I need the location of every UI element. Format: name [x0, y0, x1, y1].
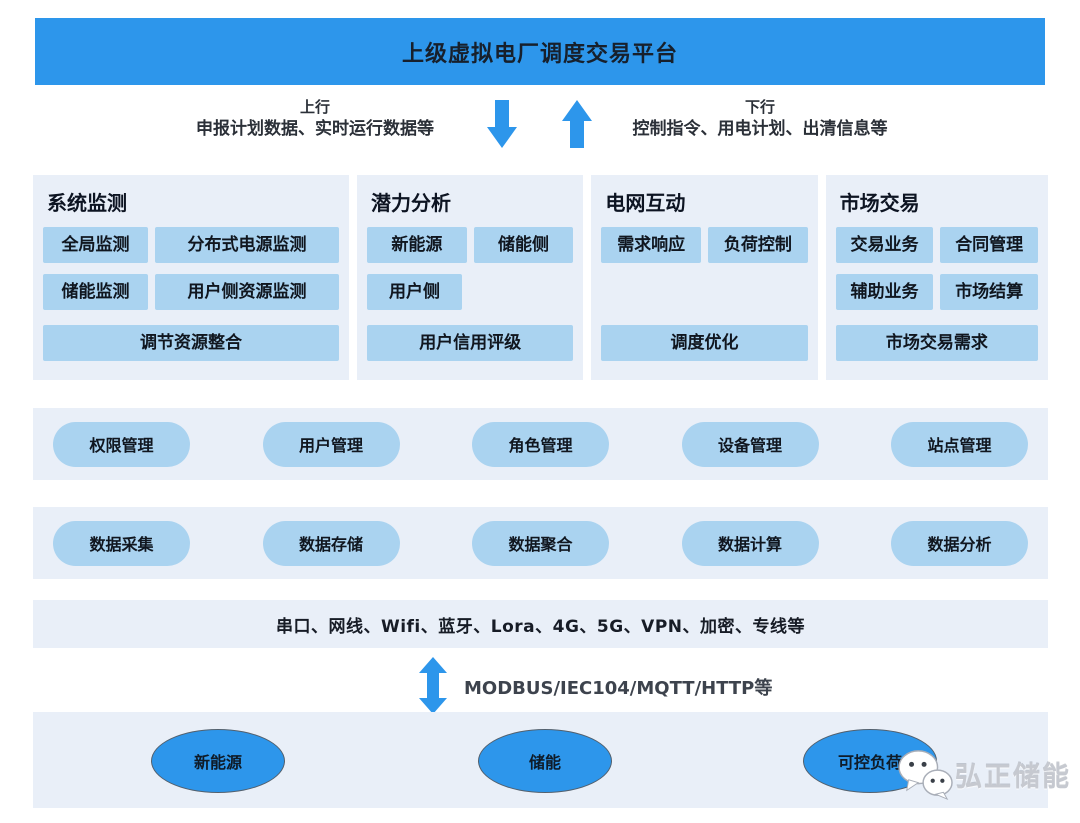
arrow-down-icon	[487, 100, 517, 148]
arrow-up-icon	[562, 100, 592, 148]
management-row: 权限管理 用户管理 角色管理 设备管理 站点管理	[33, 408, 1048, 480]
pill-role-mgmt: 角色管理	[472, 421, 609, 467]
pill-data-computing: 数据计算	[681, 520, 819, 566]
module-title: 系统监测	[47, 191, 127, 215]
protocol-text: MODBUS/IEC104/MQTT/HTTP等	[464, 678, 773, 699]
module-cell: 负荷控制	[708, 227, 808, 263]
module-cell: 全局监测	[43, 227, 149, 263]
pill-permission-mgmt: 权限管理	[53, 421, 190, 467]
resource-new-energy: 新能源	[151, 729, 285, 793]
module-cell: 需求响应	[601, 227, 702, 263]
module-cell: 用户侧资源监测	[155, 274, 340, 310]
downlink-label: 下行	[744, 98, 775, 116]
module-cell: 用户侧	[367, 274, 462, 310]
downlink-annotation: 下行 控制指令、用电计划、出清信息等	[610, 97, 910, 141]
uplink-detail: 申报计划数据、实时运行数据等	[196, 119, 434, 139]
module-cell: 市场交易需求	[835, 325, 1039, 361]
resource-energy-storage: 储能	[478, 729, 612, 793]
module-cell: 储能监测	[43, 274, 149, 310]
pill-device-mgmt: 设备管理	[681, 421, 819, 467]
module-cell: 分布式电源监测	[155, 227, 340, 263]
module-cell: 调节资源整合	[43, 325, 340, 361]
module-cell: 新能源	[367, 227, 467, 263]
module-cell: 市场结算	[940, 274, 1039, 310]
module-potential-analysis: 潜力分析 新能源 储能侧 用户侧 用户信用评级	[357, 175, 584, 380]
module-title: 电网互动	[605, 191, 686, 215]
brand-watermark: 弘正储能	[897, 748, 1071, 800]
module-panels: 系统监测 全局监测 分布式电源监测 储能监测 用户侧资源监测 调节资源整合 潜力…	[33, 175, 1049, 380]
module-title: 市场交易	[839, 191, 920, 215]
module-grid-interaction: 电网互动 需求响应 负荷控制 调度优化	[591, 175, 818, 380]
communication-row: 串口、网线、Wifi、蓝牙、Lora、4G、5G、VPN、加密、专线等	[33, 600, 1048, 648]
platform-banner: 上级虚拟电厂调度交易平台	[35, 18, 1045, 85]
pill-user-mgmt: 用户管理	[262, 421, 400, 467]
pill-data-aggregation: 数据聚合	[472, 520, 609, 566]
module-cell: 用户信用评级	[367, 325, 574, 361]
brand-name: 弘正储能	[955, 761, 1071, 793]
module-cell: 合同管理	[940, 227, 1039, 263]
module-system-monitoring: 系统监测 全局监测 分布式电源监测 储能监测 用户侧资源监测 调节资源整合	[33, 175, 350, 380]
downlink-detail: 控制指令、用电计划、出清信息等	[632, 119, 888, 139]
module-cell: 交易业务	[835, 227, 934, 263]
wechat-icon	[898, 750, 953, 800]
uplink-annotation: 上行 申报计划数据、实时运行数据等	[150, 97, 480, 141]
platform-title: 上级虚拟电厂调度交易平台	[401, 41, 678, 67]
resource-panel: 新能源 储能 可控负荷	[33, 712, 1048, 808]
module-cell: 调度优化	[601, 325, 808, 361]
module-title: 潜力分析	[371, 191, 452, 215]
module-cell: 储能侧	[473, 227, 574, 263]
pill-data-storage: 数据存储	[262, 520, 400, 566]
pill-site-mgmt: 站点管理	[891, 421, 1028, 467]
uplink-label: 上行	[299, 98, 330, 116]
data-row: 数据采集 数据存储 数据聚合 数据计算 数据分析	[33, 507, 1048, 579]
communication-text: 串口、网线、Wifi、蓝牙、Lora、4G、5G、VPN、加密、专线等	[275, 616, 806, 637]
pill-data-analysis: 数据分析	[891, 520, 1028, 566]
pill-data-collection: 数据采集	[53, 520, 190, 566]
module-cell: 辅助业务	[835, 274, 934, 310]
arrow-up-down-icon	[419, 657, 447, 714]
module-market-trading: 市场交易 交易业务 合同管理 辅助业务 市场结算 市场交易需求	[825, 175, 1049, 380]
